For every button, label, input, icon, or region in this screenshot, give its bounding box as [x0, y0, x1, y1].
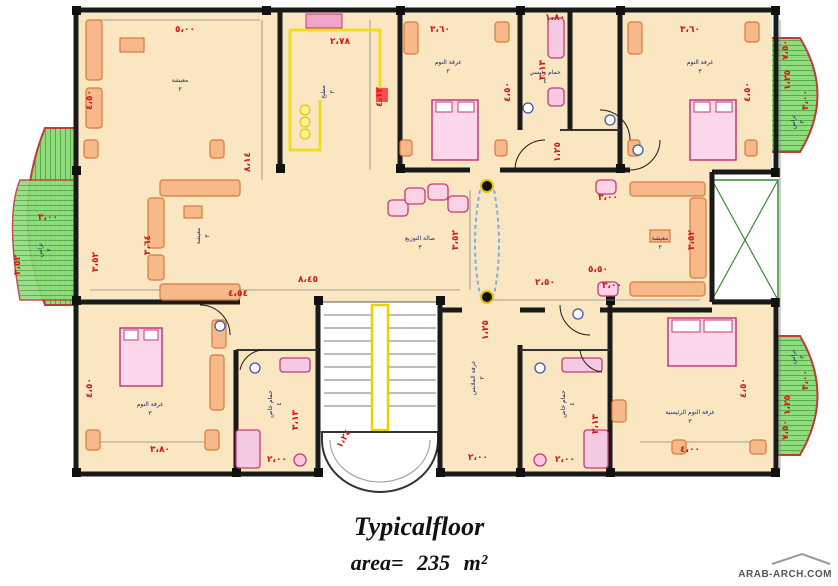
room-label-bath_sw: حمام خاص: [267, 390, 274, 418]
room-number-bath_n: ٤: [543, 78, 546, 85]
room-number-kitchen: ٣: [329, 90, 336, 94]
dim-sitting_w: ٥،٠٠: [175, 25, 195, 35]
room-floors: [78, 12, 774, 472]
dim-hall_w: ٢،٥٠: [535, 278, 555, 288]
hall-chairs: [387, 179, 619, 297]
dim-e_c: ٣،٠٠: [602, 281, 622, 291]
room-label-bath_se: حمام خاص: [560, 390, 567, 418]
furniture: [83, 19, 767, 455]
room-number-hall: ٣: [418, 244, 422, 251]
dim-bath_se_w: ٢،٠٠: [555, 455, 575, 465]
dim-living_w: ٤،٥٤: [228, 289, 248, 299]
dim-living_h: ٣،٦٤: [143, 235, 153, 255]
dim-kitchen_w: ٢،٧٨: [330, 37, 350, 47]
logo-text: ARAB-ARCH.COM: [738, 569, 832, 580]
dim-e_b: ٥،٥٠: [588, 265, 608, 275]
dim-balc_w_b: ٣،٥٢: [91, 252, 101, 272]
site-logo: ARAB-ARCH.COM: [732, 552, 832, 582]
area-value: 235: [417, 550, 451, 575]
balcony-west: [11, 127, 86, 306]
room-number-bed_ne: ٣: [698, 68, 702, 75]
room-number-bed_sw: ٣: [148, 410, 152, 417]
dim-sitting_h: ٤،٥٠: [85, 90, 95, 110]
room-label-sitting_nw: معيشة: [172, 77, 189, 84]
dim-corr_n: ١،٢٥: [553, 142, 563, 162]
dim-bed_n_w: ٣،٦٠: [430, 25, 450, 35]
room-label-balc_w: تراس: [37, 243, 44, 257]
dimension-lines: [90, 19, 781, 470]
dim-e_w: ٣،٠٠: [598, 193, 618, 203]
room-number-bath_sw: ٤: [276, 402, 283, 405]
dim-dress_v: ١،٢٥: [481, 320, 491, 340]
dim-master_h: ٤،٥٠: [739, 378, 749, 398]
dim-kitchen_h: ٤،١٢: [375, 87, 385, 107]
logo-roof-icon: [771, 552, 831, 565]
doors: [199, 109, 661, 373]
level-markers: [214, 102, 644, 374]
dim-balc_w_a: ٣،٥٢: [13, 255, 23, 275]
dim-hall_v: ٣،٥٢: [451, 230, 461, 250]
dim-balc_ne_a: ١،٢٥: [783, 70, 793, 90]
room-label-bed_sw: غرفة النوم: [137, 401, 164, 408]
room-label-kitchen: مطبخ: [320, 85, 327, 99]
round-columns: [480, 179, 494, 304]
balcony-northeast: [769, 37, 819, 153]
dim-master_w: ٤،٠٠: [680, 445, 700, 455]
area-caption: area= 235 m²: [0, 550, 838, 576]
light-well: [711, 179, 779, 301]
room-label-dress: غرفة الملابس: [470, 361, 477, 395]
area-unit: m²: [463, 550, 488, 575]
room-label-master: غرفة النوم الرئيسية: [665, 409, 714, 416]
room-number-balc_ne: ٣: [799, 120, 806, 124]
room-label-living_w: معيشة: [195, 228, 202, 245]
room-label-bed_ne: غرفة النوم: [687, 59, 714, 66]
dim-bath_sw_h: ٣،١٣: [291, 410, 301, 430]
dim-dress_w: ٢،٠٠: [468, 453, 488, 463]
staircase: [319, 301, 441, 493]
room-number-living_w: ٣: [204, 234, 211, 238]
wall-thin: [236, 129, 620, 351]
bed-pillows: [123, 101, 733, 341]
dim-balc_ne_b: ٣،٠٠: [801, 90, 811, 110]
area-label: area=: [350, 550, 404, 575]
room-number-balc_w: ٣: [46, 248, 53, 252]
room-label-sitting_e: معيشة: [652, 235, 669, 242]
dim-bed_ne_w: ٣،٦٠: [680, 25, 700, 35]
room-label-balc_se: تراس: [790, 350, 797, 364]
room-number-sitting_nw: ٣: [178, 86, 182, 93]
dim-center_v: ٨،١٤: [243, 152, 253, 172]
dim-bath_n_h: ٣،١٣: [538, 60, 548, 80]
balcony-southeast: [769, 335, 819, 456]
dim-bed_n_h: ٤،٥٠: [503, 82, 513, 102]
room-number-bath_se: ٤: [569, 402, 576, 405]
dim-e_h: ٣،٥٢: [687, 230, 697, 250]
room-number-master: ٣: [688, 418, 692, 425]
dim-bed_ne_h: ٤،٥٠: [743, 82, 753, 102]
room-number-balc_se: ٣: [799, 355, 806, 359]
dim-balc_se_w: ٧،٥٠: [781, 420, 791, 440]
dim-bath_n_w: ١،٨٠: [545, 13, 565, 23]
room-label-balc_ne: تراس: [790, 115, 797, 129]
dim-bed_sw_w: ٣،٨٠: [150, 445, 170, 455]
dim-bath_se_h: ٣،١٣: [591, 414, 601, 434]
dim-balc_se_a: ١،٢٥: [783, 395, 793, 415]
hall-opening: [474, 189, 500, 296]
dim-balc_se_b: ٣،٠٠: [801, 370, 811, 390]
room-label-bath_n: حمام رئيسي: [529, 69, 561, 76]
dim-balc_ne_w: ٧،٥٠: [781, 40, 791, 60]
room-number-guest_bed_n: ٣: [446, 68, 450, 75]
room-number-sitting_e: ٣: [658, 244, 662, 251]
dim-bath_sw_w: ٢،٠٠: [267, 455, 287, 465]
room-label-hall: صالة التوزيع: [405, 235, 435, 242]
columns: [72, 6, 780, 477]
room-label-guest_bed_n: غرفة النوم: [435, 59, 462, 66]
dim-center_w: ٨،٤٥: [298, 275, 318, 285]
dim-bed_sw_h: ٤،٥٠: [85, 378, 95, 398]
drawing-title: Typicalfloor: [353, 512, 485, 541]
dim-balc_w_w: ٣،٠٠: [38, 213, 58, 223]
kitchen-counter: [288, 13, 388, 152]
room-number-dress: ٣: [479, 376, 486, 380]
